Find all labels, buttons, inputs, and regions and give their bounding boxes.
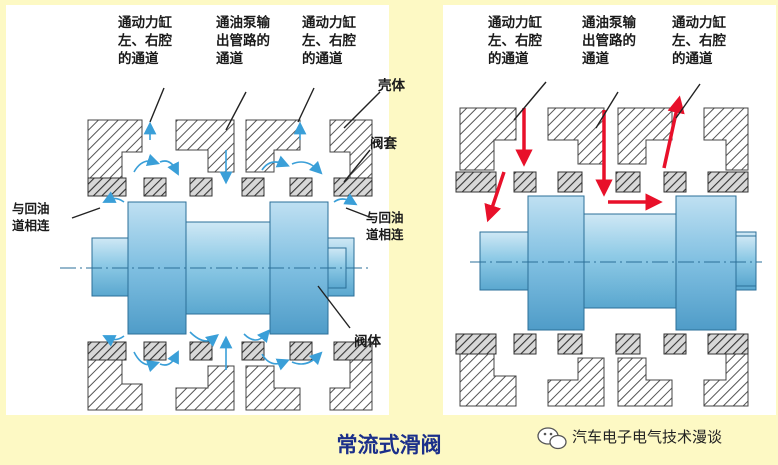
right-valve [455, 81, 762, 407]
left-label-return-left: 与回油 道相连 [12, 201, 54, 233]
left-label-shell: 壳体 [377, 77, 405, 94]
left-label-return-right: 与回油 道相连 [366, 210, 408, 242]
watermark-text: 汽车电子电气技术漫谈 [572, 428, 722, 446]
left-housing-bottom [87, 359, 373, 411]
wechat-icon [537, 427, 567, 450]
right-spool-land-left [527, 195, 585, 331]
right-label-actuator-right: 通动力缸 左、右腔 的通道 [671, 14, 731, 67]
right-spool-land-right [675, 195, 737, 331]
left-label-pump: 通油泵输 出管路的 通道 [216, 14, 275, 67]
left-valve [60, 87, 381, 411]
left-housing-top [87, 119, 373, 179]
left-label-actuator-right: 通动力缸 左、右腔 的通道 [301, 14, 361, 67]
right-label-actuator-left: 通动力缸 左、右腔 的通道 [487, 14, 547, 67]
right-housing-bottom [459, 351, 749, 407]
left-label-sleeve: 阀套 [370, 135, 397, 152]
left-label-valve-body: 阀体 [354, 333, 381, 350]
left-label-actuator-left: 通动力缸 左、右腔 的通道 [117, 14, 177, 67]
diagram-title: 常流式滑阀 [337, 433, 442, 457]
right-label-pump: 通油泵输 出管路的 通道 [582, 14, 641, 67]
